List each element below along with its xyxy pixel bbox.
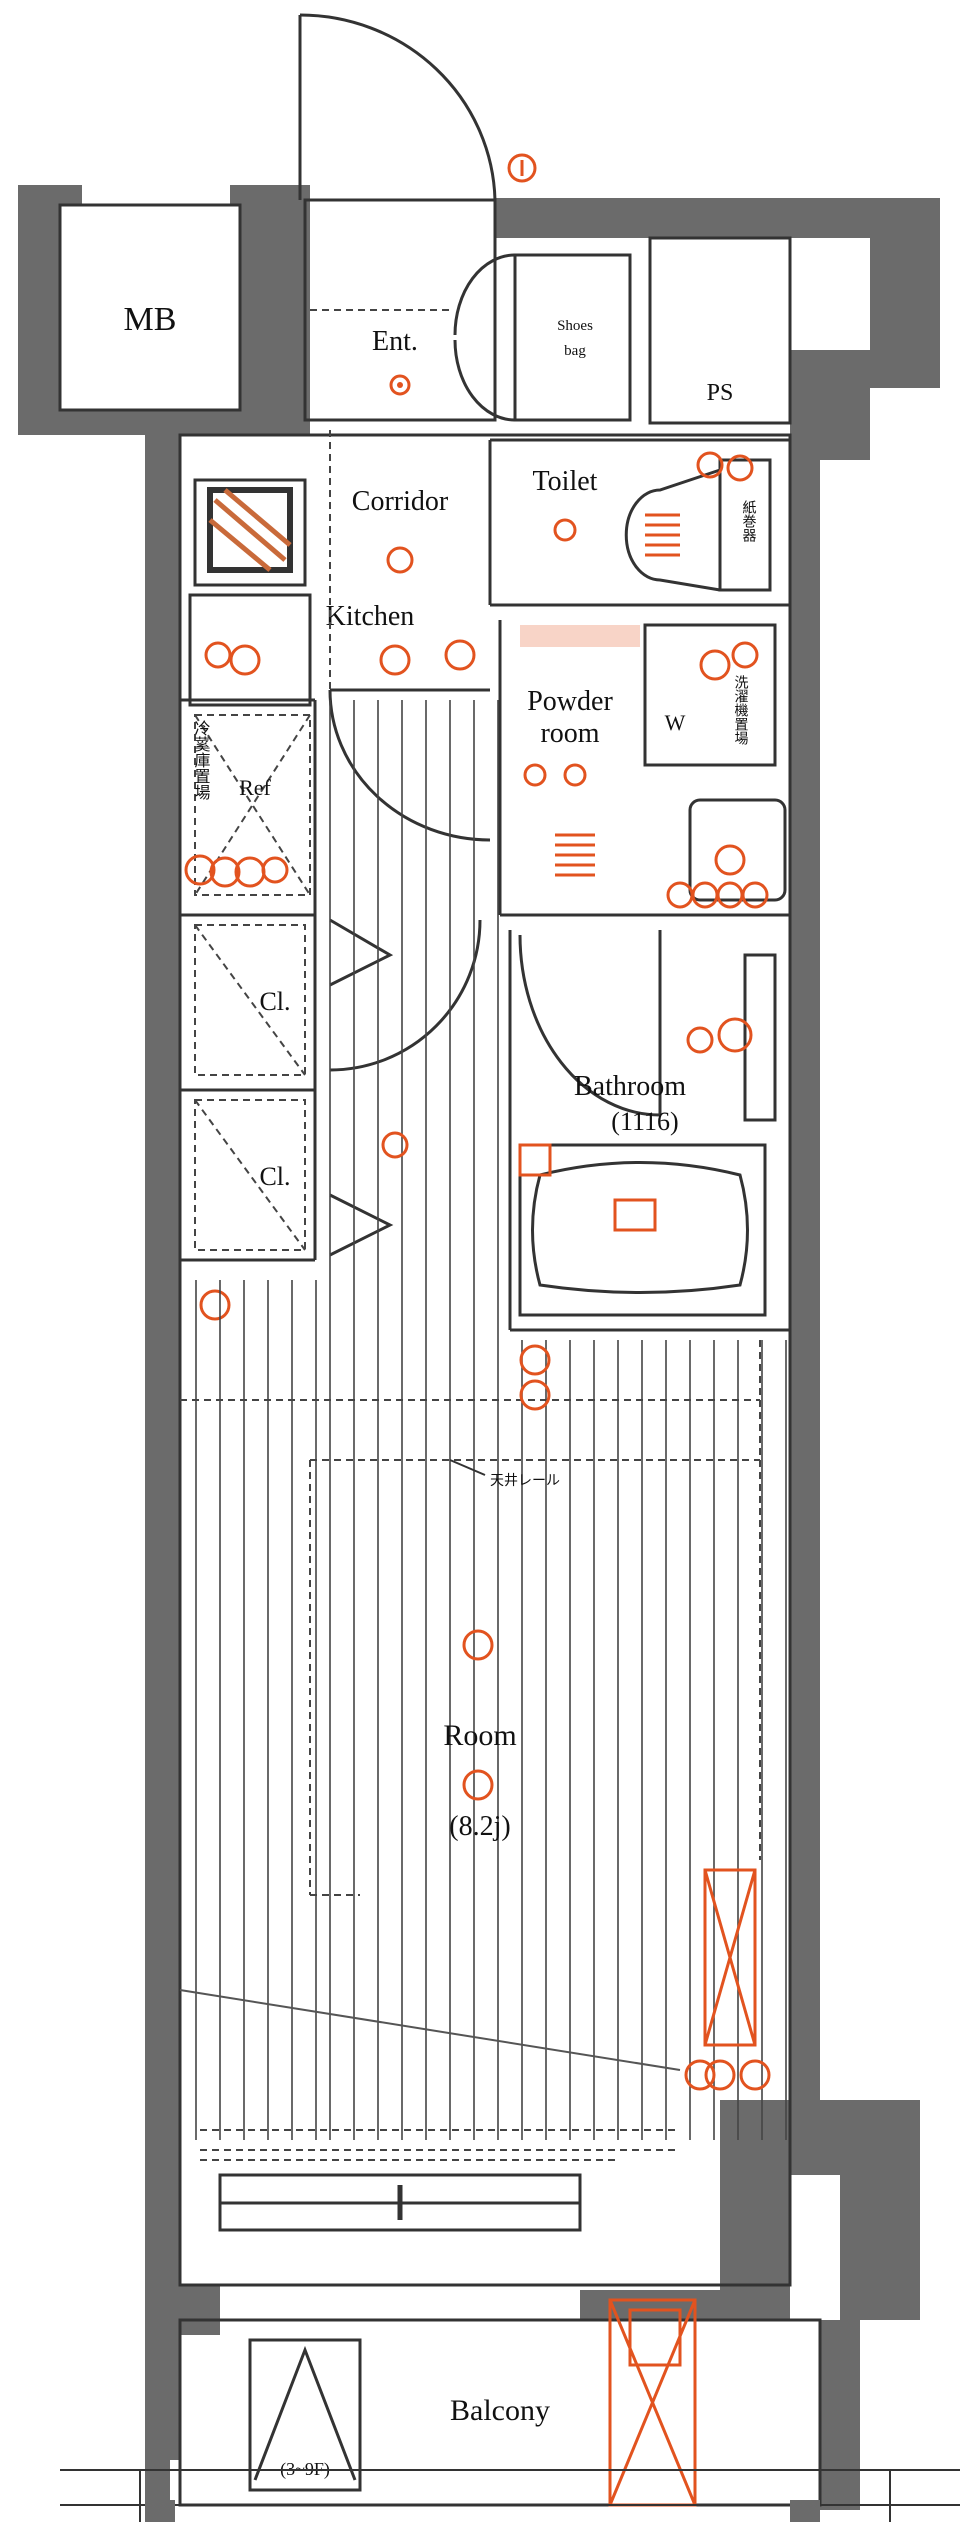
room: 天井レール Room (8.2j) — [381, 1131, 771, 2091]
entrance: Ent. Shoes bag PS — [298, 13, 792, 425]
rail-note: 天井レール — [490, 1473, 560, 1489]
kitchen: Kitchen Ref 冷蒵庫置場 — [184, 478, 476, 896]
closet-label-2: Cl. — [259, 1162, 290, 1191]
powder-room-label: Powder — [527, 686, 613, 717]
bathroom-label: Bathroom — [574, 1071, 686, 1102]
corridor-label: Corridor — [352, 486, 449, 517]
mb-label: MB — [124, 301, 177, 338]
balcony-label: Balcony — [450, 2394, 550, 2427]
ref-label: Ref — [239, 775, 271, 800]
toilet-vertical-label: 紙巻器 — [741, 500, 757, 542]
room-label: Room — [443, 1719, 516, 1752]
entrance-label: Ent. — [372, 326, 418, 357]
interior-partitions — [178, 433, 792, 2287]
balcony-window[interactable] — [218, 2173, 582, 2232]
closets: Cl. Cl. — [194, 924, 306, 1321]
powder-room: Powder room W 洗濯機置場 — [520, 623, 787, 909]
bathroom-size-label: (1116) — [611, 1107, 678, 1136]
room-size-label: (8.2j) — [449, 1811, 510, 1842]
ps-label: PS — [707, 380, 734, 406]
shoes-bag-label: Shoes — [557, 318, 593, 334]
washer-label: W — [665, 710, 686, 735]
corridor: Corridor — [329, 430, 449, 690]
walls — [18, 185, 940, 2510]
bathroom: Bathroom (1116) — [518, 930, 777, 1317]
closet-label-1: Cl. — [259, 987, 290, 1016]
balcony: (3~9F) Balcony — [60, 2298, 960, 2522]
kitchen-label: Kitchen — [326, 601, 415, 632]
ref-vertical-label: 冷蒵庫置場 — [192, 720, 211, 801]
toilet-label: Toilet — [533, 466, 598, 497]
toilet: Toilet 紙巻器 — [533, 451, 772, 592]
powder-room-label-2: room — [540, 718, 599, 749]
shoes-bag-label-2: bag — [564, 343, 586, 359]
meter-box: MB — [58, 203, 242, 412]
room-flooring — [179, 700, 787, 2161]
washer-vertical-label: 洗濯機置場 — [733, 675, 749, 745]
